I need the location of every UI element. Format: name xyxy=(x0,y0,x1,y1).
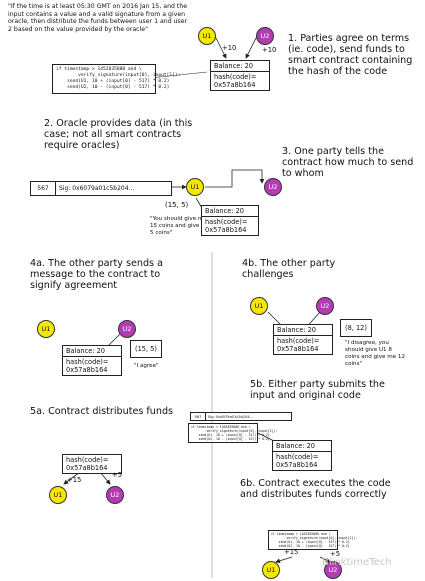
user1-node: U1 xyxy=(250,297,268,315)
arrow-u1-to-contract xyxy=(213,33,227,59)
step3-contract: Balance: 20 hash(code)=0x57a8b164 xyxy=(201,205,259,236)
step5b-code-block: if timestamp > 1452835800 and \ verify_s… xyxy=(188,423,277,443)
code-line: send(U2, 10 - (input[0] - 517) * 0.2) xyxy=(191,437,270,441)
hash-value: 0x57a8b164 xyxy=(277,345,319,353)
arrow-code-to-hash xyxy=(149,71,208,79)
hash-label: hash(code)= xyxy=(205,218,248,226)
arrow-oracle-to-u2 xyxy=(205,169,265,188)
step2-title: 2. Oracle provides data (in this case; n… xyxy=(44,118,193,151)
user1-node: U1 xyxy=(186,178,204,196)
code-line: if timestamp > 1452835800 and \ xyxy=(271,532,331,536)
step4b-quote: "I disagree, you should give U1 8 coins … xyxy=(345,340,406,367)
step1-title: 1. Parties agree on terms (ie. code), se… xyxy=(288,33,413,77)
step4a-quote: "I agree" xyxy=(134,363,159,369)
contract-balance: Balance: 20 xyxy=(214,62,254,70)
contract-hash: hash(code)=0x57a8b164 xyxy=(63,455,121,473)
code-line: send(U2, 10 - (input[0] - 517) * 0.2) xyxy=(271,544,350,548)
code-line: send(U1, 10 + (input[0] - 517) * 0.2) xyxy=(191,433,270,437)
contract-hash: hash(code)=0x57a8b164 xyxy=(63,356,121,375)
oracle-signature: Sig: 0x6079a01c5b204... xyxy=(59,185,135,192)
step5a-title: 5a. Contract distributes funds xyxy=(30,406,174,417)
contract-hash: hash(code)=0x57a8b164 xyxy=(202,216,258,235)
step5a-contract: hash(code)=0x57a8b164 xyxy=(62,454,122,474)
arrow-contract-to-u2-5a xyxy=(99,471,111,485)
hash-value: 0x57a8b164 xyxy=(66,366,108,374)
user2-node: U2 xyxy=(264,178,282,196)
step5b-oracle-message: 567 Sig: 0x6079a01c5b204... xyxy=(190,412,292,421)
arrow-contract-to-u1-5a xyxy=(63,471,81,485)
code-line: if timestamp > 1452835800 and \ xyxy=(191,425,251,429)
code-line: verify_signature(input[0], input[1]): xyxy=(56,73,181,78)
step5b-title: 5b. Either party submits the input and o… xyxy=(250,379,385,401)
user2-node: U2 xyxy=(118,320,136,338)
step1-condition-text: "If the time is at least 05:30 GMT on 20… xyxy=(8,3,188,33)
step4a-contract: Balance: 20 hash(code)=0x57a8b164 xyxy=(62,345,122,376)
hash-label: hash(code)= xyxy=(214,73,257,81)
watermark: BlinktimeTech xyxy=(322,557,392,568)
hash-label: hash(code)= xyxy=(276,453,319,461)
user1-node: U1 xyxy=(262,561,280,579)
step4b-title: 4b. The other party challenges xyxy=(242,258,336,280)
code-line: if timestamp > 1452835800 and \ xyxy=(56,67,142,72)
step6b-amount-u1: +15 xyxy=(284,548,299,556)
hash-value: 0x57a8b164 xyxy=(66,464,108,472)
hash-label: hash(code)= xyxy=(277,337,320,345)
user2-node: U2 xyxy=(316,297,334,315)
step6b-title: 6b. Contract executes the code and distr… xyxy=(240,478,391,500)
step5a-amount-u1: +15 xyxy=(67,476,82,484)
user2-node: U2 xyxy=(106,486,124,504)
step5b-contract: Balance: 20 hash(code)=0x57a8b164 xyxy=(272,440,332,471)
hash-value: 0x57a8b164 xyxy=(205,226,247,234)
step4b-message: (8, 12) xyxy=(340,319,372,337)
contract-hash: hash(code)=0x57a8b164 xyxy=(274,335,332,354)
code-line: send(U1, 10 + (input[0] - 517) * 0.2) xyxy=(56,79,170,84)
contract-balance: Balance: 20 xyxy=(277,326,317,334)
hash-label: hash(code)= xyxy=(66,456,109,464)
step1-amount-u1: +10 xyxy=(222,44,237,52)
hash-label: hash(code)= xyxy=(66,358,109,366)
user1-node: U1 xyxy=(37,320,55,338)
user1-node: U1 xyxy=(198,27,216,45)
step5a-amount-u2: +5 xyxy=(112,471,123,479)
step4b-contract: Balance: 20 hash(code)=0x57a8b164 xyxy=(273,324,333,355)
step3-quote: "You should give me 15 coins and give U2… xyxy=(150,216,209,236)
code-line: send(U2, 10 - (input[0] - 517) * 0.2) xyxy=(56,85,170,90)
step6b-amount-u2: +5 xyxy=(330,550,341,558)
code-line: verify_signature(input[0], input[1]): xyxy=(191,429,278,433)
user2-node: U2 xyxy=(324,561,342,579)
hash-value: 0x57a8b164 xyxy=(214,81,256,89)
step3-message: (15, 5) xyxy=(165,201,189,209)
user2-node: U2 xyxy=(256,27,274,45)
contract-balance: Balance: 20 xyxy=(276,442,316,450)
oracle-value: 567 xyxy=(31,182,56,195)
step3-title: 3. One party tells the contract how much… xyxy=(282,146,414,179)
step6b-code-block: if timestamp > 1452835800 and \ verify_s… xyxy=(268,530,357,550)
step1-amount-u2: +10 xyxy=(262,46,277,54)
oracle-value: 567 xyxy=(191,413,206,420)
contract-hash: hash(code)=0x57a8b164 xyxy=(211,71,269,90)
step4a-message: (15, 5) xyxy=(130,340,162,358)
arrow-contract-to-u1-6b xyxy=(275,556,293,564)
code-line: send(U1, 10 + (input[0] - 517) * 0.2) xyxy=(271,540,350,544)
code-line: verify_signature(input[0], input[1]): xyxy=(271,536,358,540)
hash-value: 0x57a8b164 xyxy=(276,461,318,469)
step1-contract: Balance: 20 hash(code)=0x57a8b164 xyxy=(210,60,270,91)
contract-hash: hash(code)=0x57a8b164 xyxy=(273,451,331,470)
step2-oracle-message: 567 Sig: 0x6079a01c5b204... xyxy=(30,181,172,196)
user1-node: U1 xyxy=(49,486,67,504)
oracle-signature: Sig: 0x6079a01c5b204... xyxy=(208,414,254,419)
step4a-title: 4a. The other party sends a message to t… xyxy=(30,258,163,291)
contract-balance: Balance: 20 xyxy=(66,347,106,355)
step1-code-block: if timestamp > 1452835800 and \ verify_s… xyxy=(52,64,180,94)
contract-balance: Balance: 20 xyxy=(205,207,245,215)
